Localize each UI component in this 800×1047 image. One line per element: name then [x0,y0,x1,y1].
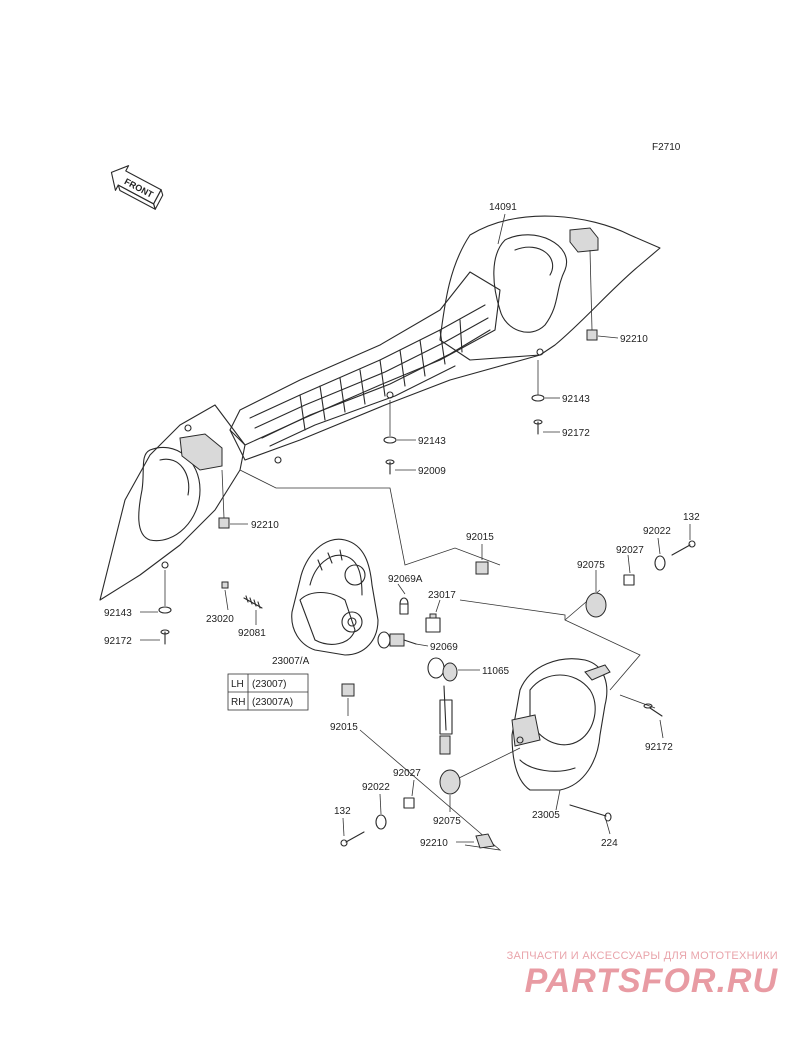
bolt-132-upper [671,540,696,556]
callout-11065: 11065 [482,666,510,677]
bolt-132-lower [340,831,365,847]
grille-slats [249,304,491,447]
side-rh-part: (23007A) [252,697,293,708]
callout-224: 224 [601,838,618,849]
callout-92143-mid: 92143 [418,436,446,447]
side-table: LH (23007) RH (23007A) [227,673,309,711]
clip-92015-lower [341,683,355,697]
side-lh: LH [231,679,244,690]
callout-92172-rh: 92172 [645,742,673,753]
front-direction-icon: FRONT [110,165,164,210]
grommet-92075-lower [439,769,461,795]
callout-92022-upper: 92022 [643,526,671,537]
callout-92075-upper: 92075 [577,560,605,571]
nut-92210-right [586,329,598,341]
nut-92210-left [218,517,230,529]
callout-23007A: 23007/A [272,656,310,667]
callout-92210-left: 92210 [251,520,279,531]
socket-11065 [427,657,458,755]
bolt-92172-rh [643,703,663,717]
collar-92027-lower [403,797,415,809]
rh-lower-hardware: 92075 92027 92022 132 92210 [334,768,495,849]
side-lh-part: (23007) [252,679,286,690]
callout-23017: 23017 [428,590,456,601]
callout-92022-lower: 92022 [362,782,390,793]
upper-hardware: 14091 92210 92143 92172 92143 92009 9221… [104,202,648,647]
callout-92069A: 92069A [388,574,423,585]
bulb-92069 [377,631,417,649]
clip-92015-upper [475,561,489,575]
watermark-logo: PARTSFOR.RU [524,962,778,1000]
collar-92027-upper [623,574,635,586]
side-rh: RH [231,697,245,708]
lh-hardware: 23020 92081 92015 92015 92069A 23017 [206,532,510,755]
callout-14091: 14091 [489,202,517,213]
rh-top-hardware: 92075 92027 92022 132 92172 [577,512,700,753]
callout-23005: 23005 [532,810,560,821]
callout-23020: 23020 [206,614,234,625]
callout-92027-lower: 92027 [393,768,421,779]
callout-92210-lower: 92210 [420,838,448,849]
screw-92081 [243,595,263,609]
callout-92015-upper: 92015 [466,532,494,543]
nut-23020 [221,581,229,589]
callout-92075-lower: 92075 [433,816,461,827]
watermark-tagline: ЗАПЧАСТИ И АКСЕССУАРЫ ДЛЯ МОТОТЕХНИКИ [506,950,778,962]
callout-92009: 92009 [418,466,446,477]
callout-92027-upper: 92027 [616,545,644,556]
figure-code: F2710 [652,142,681,153]
washer-92022-upper [654,555,666,571]
bolt-92172-left [160,629,170,645]
bulb-23017 [425,613,441,633]
headlight-lh-assembly [291,538,379,656]
washer-92143-mid [383,436,397,444]
callout-92069: 92069 [430,642,458,653]
callout-92081: 92081 [238,628,266,639]
nut-92210-lower [475,833,495,849]
grommet-92075-upper [585,592,607,618]
bulb-92069A [399,597,409,615]
bolt-92009 [385,459,395,475]
callout-92015-lower: 92015 [330,722,358,733]
callout-92210-right: 92210 [620,334,648,345]
callout-92143-right: 92143 [562,394,590,405]
washer-92022-lower [375,814,387,830]
headlight-cowl [99,215,661,601]
callout-92172-right: 92172 [562,428,590,439]
headlight-rh-housing [511,658,611,791]
callout-132-upper: 132 [683,512,700,523]
bolt-92172-right [533,419,543,435]
washer-92143-right [531,394,545,402]
screw-224 [569,804,612,822]
washer-92143-left [158,606,172,614]
callout-92143-left: 92143 [104,608,132,619]
callout-92172-left: 92172 [104,636,132,647]
callout-132-lower: 132 [334,806,351,817]
